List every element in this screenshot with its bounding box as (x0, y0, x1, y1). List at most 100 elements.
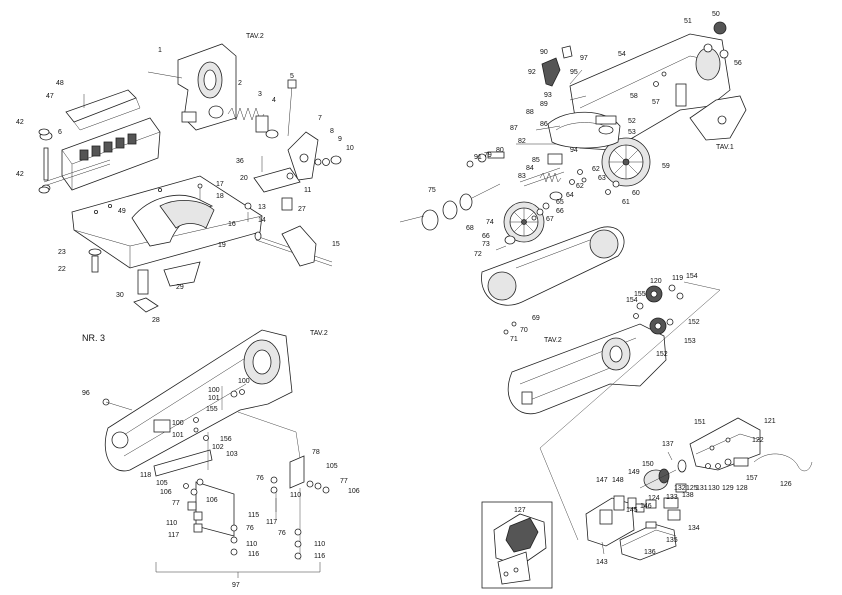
callout-90: 90 (540, 49, 548, 56)
clip-135 (645, 521, 657, 529)
callout-67: 67 (546, 216, 554, 223)
vise-jaw-teeth (79, 133, 137, 161)
callout-119: 119 (672, 275, 683, 282)
callout-96: 96 (82, 390, 90, 397)
inset-frame (481, 501, 553, 589)
callout-69: 69 (532, 315, 540, 322)
callout-73: 73 (482, 241, 490, 248)
callout-13: 13 (258, 204, 266, 211)
drive-wheel-59 (601, 137, 651, 187)
callout-127: 127 (514, 507, 526, 514)
callout-1: 1 (158, 47, 162, 54)
callout-117a: 117 (168, 532, 179, 539)
callout-15: 15 (332, 241, 340, 248)
callout-89: 89 (540, 101, 548, 108)
return-spring (227, 107, 265, 121)
callout-42a: 42 (16, 119, 24, 126)
callout-124: 124 (648, 495, 660, 502)
washer-13 (244, 202, 252, 210)
callout-101a: 101 (208, 395, 220, 402)
callout-11: 11 (304, 187, 311, 194)
worm-shaft-83 (519, 167, 561, 183)
jaw-cover (65, 89, 137, 123)
callout-131: 131 (696, 485, 708, 492)
nut-62 (577, 169, 583, 175)
pin-58 (661, 71, 667, 77)
callout-94: 94 (570, 147, 578, 154)
callout-7: 7 (318, 115, 322, 122)
vise-base-assembly (38, 43, 342, 313)
link-bracket (253, 167, 301, 193)
callout-93: 93 (544, 92, 552, 99)
callout-78: 78 (312, 449, 320, 456)
callout-80: 80 (496, 147, 504, 154)
idler-wheel-74 (503, 201, 545, 243)
callout-143: 143 (596, 559, 608, 566)
callout-118: 118 (140, 472, 151, 479)
callout-42b: 42 (16, 171, 24, 178)
nut-154 (676, 292, 684, 300)
callout-101b: 101 (172, 432, 184, 439)
callout-14: 14 (258, 217, 266, 224)
nr3-assembly (102, 329, 330, 578)
callout-47: 47 (46, 93, 54, 100)
callout-30: 30 (116, 292, 124, 299)
callout-77a: 77 (172, 500, 180, 507)
screw-1 (147, 71, 183, 79)
guide-roller-120 (645, 285, 663, 303)
motor-inset (481, 501, 553, 589)
blade-guard-assembly (507, 281, 721, 449)
bushing-53 (598, 125, 614, 135)
callout-70: 70 (520, 327, 528, 334)
callout-19: 19 (218, 242, 226, 249)
callout-28: 28 (152, 317, 160, 324)
knob-10 (330, 155, 342, 165)
callout-6: 6 (58, 129, 62, 136)
cap-145 (627, 497, 637, 509)
brush-holder-133 (663, 497, 679, 509)
callout-87: 87 (510, 125, 518, 132)
clip-97 (561, 45, 573, 59)
callout-153: 153 (684, 338, 696, 345)
callout-157: 157 (746, 475, 758, 482)
callout-84: 84 (526, 165, 534, 172)
callout-63: 63 (598, 175, 606, 182)
foot-23 (88, 248, 102, 256)
callout-20: 20 (240, 175, 248, 182)
callout-100b: 100 (238, 378, 250, 385)
callout-148: 148 (612, 477, 624, 484)
guide-roller-153 (649, 317, 667, 335)
callout-106c: 106 (348, 488, 360, 495)
callout-65: 65 (556, 199, 564, 206)
washer-63 (581, 177, 587, 183)
callout-22: 22 (58, 266, 66, 273)
callout-116a: 116 (248, 551, 259, 558)
callout-116b: 116 (314, 553, 325, 560)
callout-100a: 100 (208, 387, 220, 394)
nut-60 (612, 180, 620, 188)
callout-82: 82 (518, 138, 526, 145)
callout-88: 88 (526, 109, 534, 116)
callout-151: 151 (694, 419, 706, 426)
plate-134 (667, 509, 681, 521)
callout-135: 135 (666, 537, 678, 544)
callout-92: 92 (528, 69, 536, 76)
washer-4 (265, 129, 279, 139)
ref-tav2-bottom: TAV.2 (310, 330, 328, 337)
brush-holder-124 (645, 499, 657, 509)
washer-155 (636, 302, 644, 310)
callout-68: 68 (466, 225, 474, 232)
callout-64: 64 (566, 192, 574, 199)
callout-117b: 117 (266, 519, 277, 526)
bracket-78 (289, 455, 305, 489)
callout-150: 150 (642, 461, 654, 468)
callout-129: 129 (722, 485, 734, 492)
foot-28 (133, 297, 159, 313)
callout-layer: 1 2 3 4 5 6 7 8 9 10 11 13 14 15 16 17 1… (16, 11, 792, 589)
spring-84 (539, 172, 562, 183)
callout-120: 120 (650, 278, 662, 285)
callout-16: 16 (228, 221, 236, 228)
callout-59: 59 (662, 163, 670, 170)
stop-bracket (281, 225, 317, 267)
